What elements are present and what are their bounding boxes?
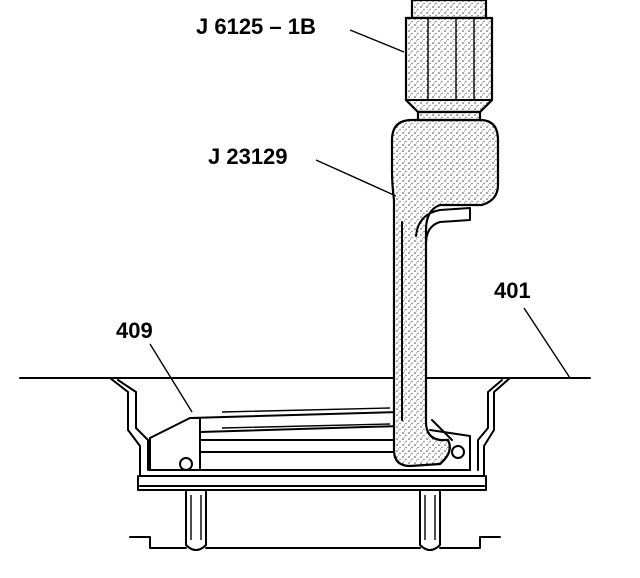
callout-seal-remover: J 23129 [208, 144, 288, 169]
left-stud [185, 489, 207, 551]
callout-seal: 409 [116, 318, 153, 343]
seal-remover-tool [390, 118, 500, 468]
oil-seal [149, 407, 471, 471]
housing [19, 377, 591, 491]
lower-surface [129, 536, 501, 549]
seal-spring-left [179, 457, 193, 471]
callout-puller-handle: J 6125 – 1B [196, 14, 316, 39]
seal-spring-right [451, 445, 465, 459]
leader-seal-remover [315, 159, 397, 197]
right-stud [419, 489, 441, 551]
leader-puller-handle [349, 29, 405, 53]
leader-housing [523, 307, 571, 379]
slide-hammer-tool [404, 0, 494, 122]
callout-housing: 401 [494, 278, 531, 303]
leader-seal [149, 343, 193, 413]
